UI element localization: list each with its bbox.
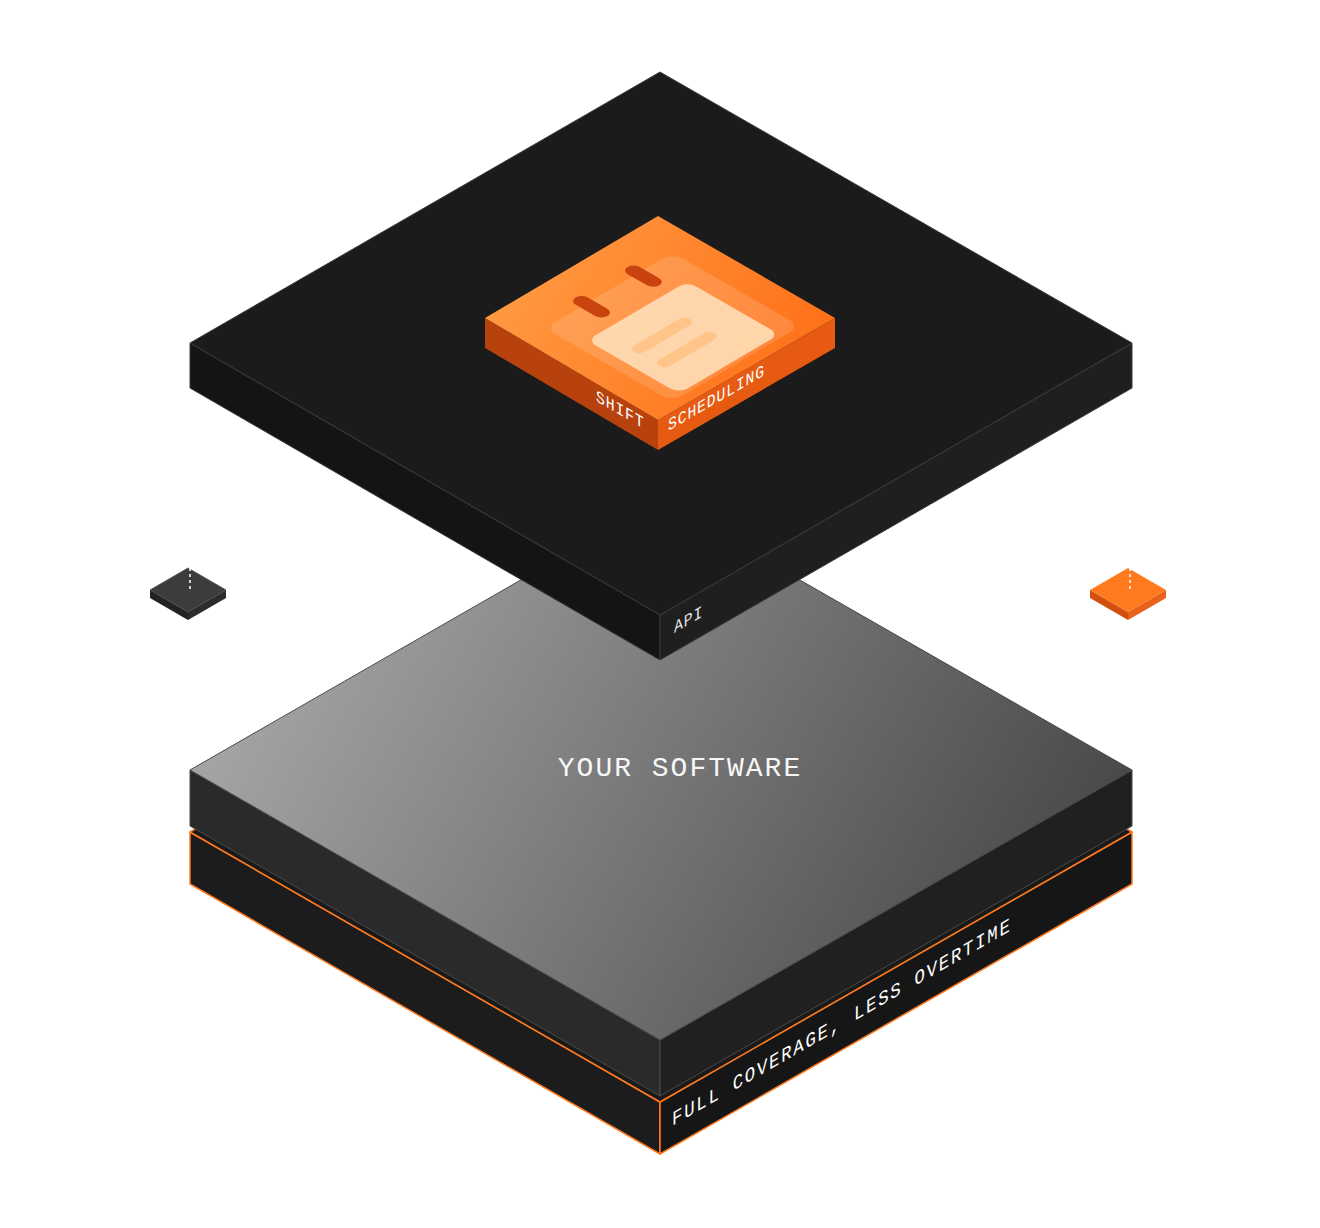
slab-top-face [485, 216, 835, 420]
small-gray-tile [150, 568, 226, 620]
slab-right-face [660, 832, 1132, 1154]
slab-shape [478, 208, 844, 458]
dotted-line [1129, 568, 1131, 590]
slab-top-face [190, 72, 1132, 615]
calendar-line [654, 330, 720, 369]
slab-top-face [190, 562, 1132, 1102]
shift-scheduling-tile: SHIFTSCHEDULING [478, 208, 844, 458]
slab-title: YOUR SOFTWARE [558, 752, 802, 786]
tile-top [150, 568, 226, 612]
calendar-ring [570, 294, 614, 320]
tile-top [1090, 568, 1166, 612]
dotted-line [189, 568, 191, 590]
small-orange-tile [1090, 568, 1166, 620]
api-platform-slab: APISHIFTSCHEDULING [180, 62, 1142, 672]
slab-left-face [190, 832, 660, 1154]
calendar-ring [621, 263, 665, 289]
